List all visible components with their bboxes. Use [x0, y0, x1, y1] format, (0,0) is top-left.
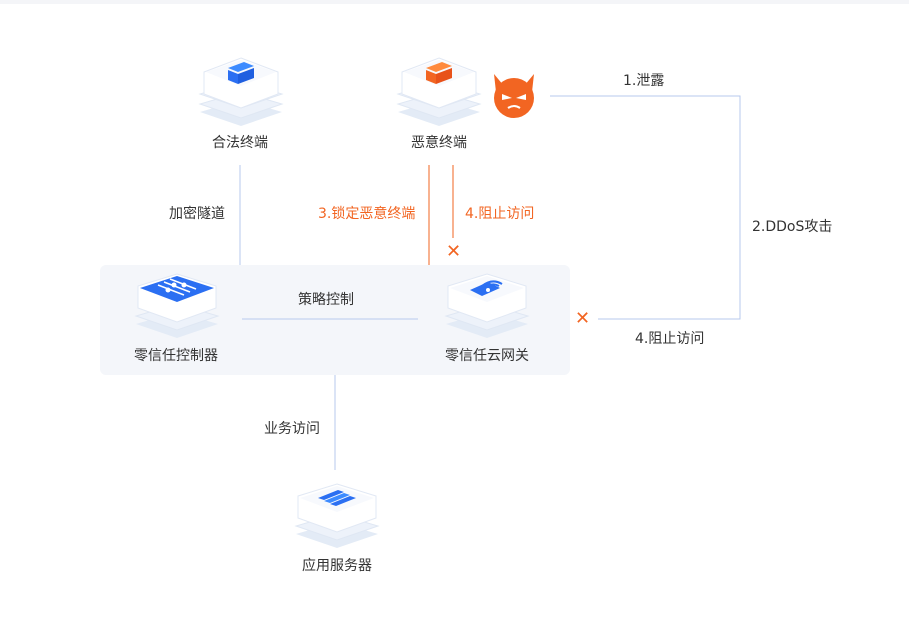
wifi-card-icon: [444, 273, 530, 338]
devil-icon: [494, 74, 534, 118]
leak-label: 1.泄露: [623, 73, 665, 89]
top-strip: [0, 0, 909, 4]
business-access-label: 业务访问: [264, 421, 320, 437]
malicious-terminal-label: 恶意终端: [411, 135, 467, 151]
block-access-outer-label: 4.阻止访问: [635, 331, 705, 347]
zt-gateway-label: 零信任云网关: [445, 348, 529, 364]
policy-control-label: 策略控制: [298, 292, 354, 308]
zt-controller-label: 零信任控制器: [134, 348, 218, 364]
legit-terminal-label: 合法终端: [212, 135, 268, 151]
cross-mark-icon: ✕: [446, 241, 462, 262]
ddos-path: [550, 95, 741, 320]
app-server-label: 应用服务器: [302, 558, 372, 574]
orange-terminal-icon: [396, 57, 482, 126]
ddos-label: 2.DDoS攻击: [752, 219, 833, 235]
sliders-icon: [134, 273, 220, 338]
cross-mark-icon: ✕: [575, 308, 591, 329]
block-access-inner-label: 4.阻止访问: [465, 206, 535, 222]
blue-terminal-icon: [198, 57, 284, 126]
server-icon: [294, 483, 380, 548]
encrypted-tunnel-label: 加密隧道: [169, 206, 225, 222]
lock-malicious-label: 3.锁定恶意终端: [318, 206, 416, 222]
